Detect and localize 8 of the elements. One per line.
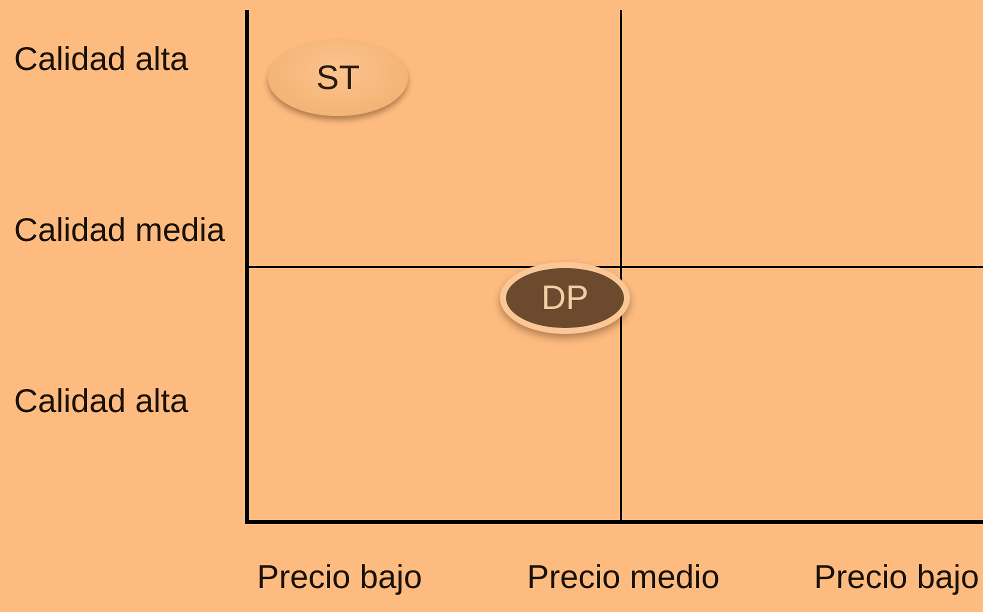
ellipse-node: ST	[268, 40, 408, 116]
ellipse-node: DP	[500, 262, 630, 334]
axis-label: Precio medio	[527, 560, 720, 593]
axis-label: Calidad alta	[14, 42, 188, 75]
axis-label: Precio bajo	[814, 560, 980, 593]
axis-label: Calidad media	[14, 213, 225, 246]
axis-label: Calidad alta	[14, 384, 188, 417]
axis-label: Precio bajo	[257, 560, 422, 593]
